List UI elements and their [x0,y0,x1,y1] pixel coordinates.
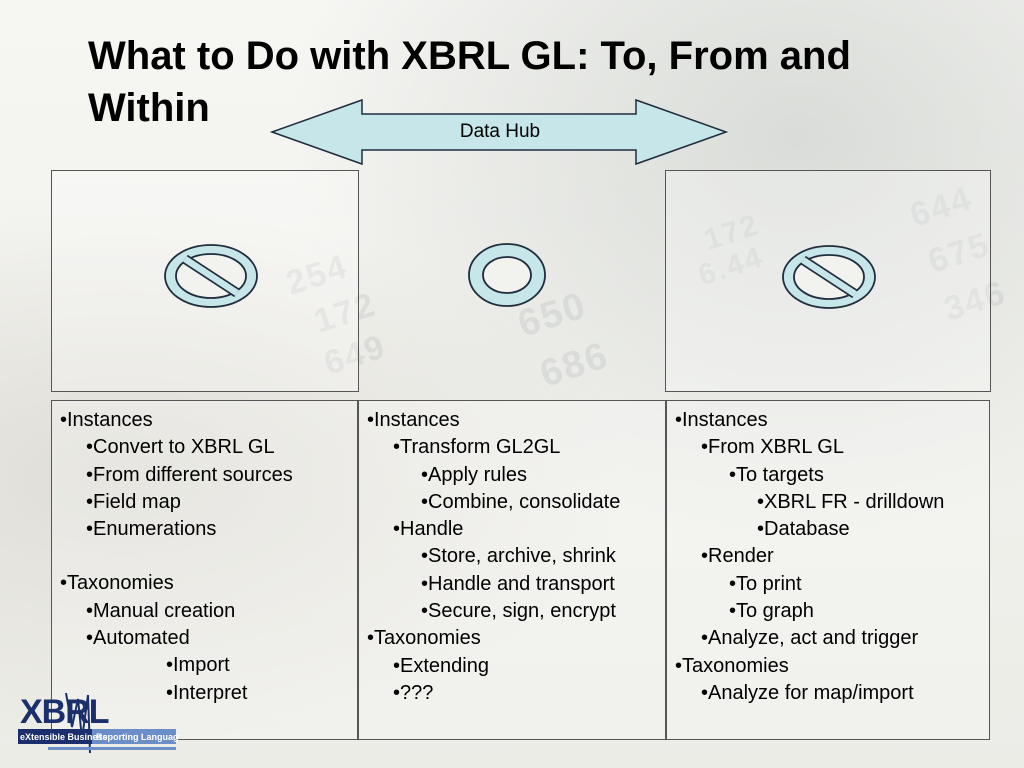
ring-icon [468,243,546,307]
xbrl-logo-underline [48,747,176,750]
list-item: •XBRL FR - drilldown [757,490,945,513]
within-column: •Instances •Transform GL2GL •Apply rules… [358,400,666,740]
list-item: •Handle and transport [421,572,615,595]
list-item: •Extending [393,654,489,677]
list-item: •Instances [367,409,460,431]
list-item: •Handle [393,518,464,541]
no-entry-icon [164,244,258,308]
xbrl-logo-wordmark: XBRL [20,693,109,731]
xbrl-logo-tagline-left: eXtensible Business [20,732,108,742]
xbrl-logo-signal-line [65,692,91,754]
list-item: •Secure, sign, encrypt [421,600,616,623]
xbrl-logo-bar [18,729,92,744]
list-item: •Import [166,654,230,677]
list-item: •Combine, consolidate [421,490,621,513]
list-item: •From different sources [86,463,293,486]
list-spacer [60,543,357,570]
list-item: •Transform GL2GL [393,436,561,459]
xbrl-logo-bar-accent [92,729,176,744]
list-item: •Instances [60,409,153,431]
no-entry-bar-fill [183,256,239,296]
list-item: •To targets [729,463,824,486]
list-item: •??? [393,681,434,704]
list-item: •Store, archive, shrink [421,545,616,568]
list-item: •Taxonomies [675,654,789,677]
decorative-number: 686 [535,334,615,396]
data-hub-label: Data Hub [459,121,541,142]
ring-hole [482,256,532,294]
list-item: •Enumerations [86,518,217,541]
list-item: •Analyze, act and trigger [701,627,919,650]
list-item: •Convert to XBRL GL [86,436,275,459]
list-item: •Instances [675,409,768,431]
list-item: •Taxonomies [367,627,481,650]
list-item: •From XBRL GL [701,436,844,459]
list-item: •Interpret [166,681,248,704]
list-item: •To print [729,572,802,595]
list-item: •Apply rules [421,463,527,486]
list-item: •Field map [86,490,181,513]
no-entry-icon [782,245,876,309]
xbrl-logo-tagline-right: Reporting Language [96,732,178,742]
list-item: •Analyze for map/import [701,681,914,704]
data-hub-arrow-shape [270,98,728,166]
list-item: •Render [701,545,774,568]
list-item: •Automated [86,627,190,650]
list-item: •Database [757,518,850,541]
list-item: •Manual creation [86,599,236,622]
list-item: •To graph [729,600,814,623]
to-column: •Instances •Convert to XBRL GL •From dif… [51,400,358,740]
list-item: •Taxonomies [60,572,174,595]
xbrl-logo: XBRL eXtensible Business Reporting Langu… [18,692,178,754]
data-hub-double-arrow [270,98,728,166]
from-column: •Instances •From XBRL GL •To targets •XB… [666,400,990,740]
page-title: What to Do with XBRL GL: To, From and Wi… [88,34,851,130]
no-entry-bar-fill [801,257,857,297]
